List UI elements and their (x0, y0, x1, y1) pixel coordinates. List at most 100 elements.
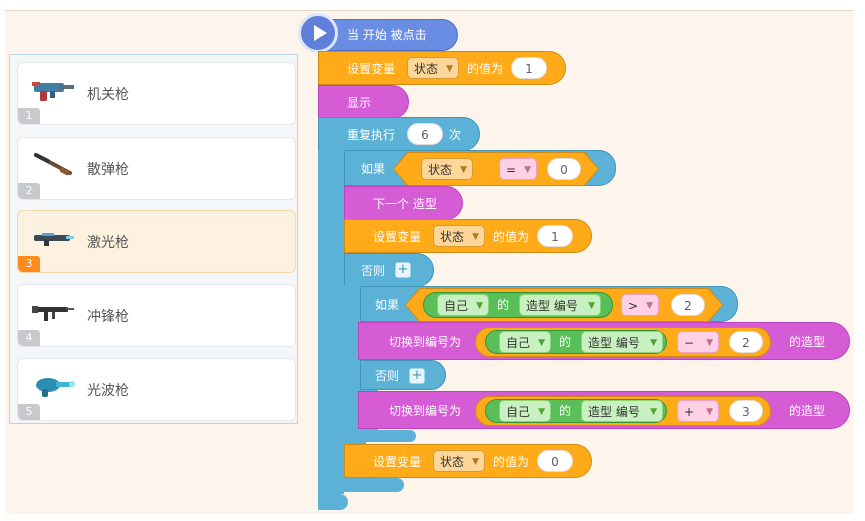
dropdown-value: 状态 (440, 455, 465, 469)
if-foot (344, 478, 404, 492)
dropdown-value: 造型 编号 (588, 336, 640, 350)
costume-number: 1 (18, 108, 40, 124)
dropdown-value: + (684, 405, 695, 419)
block-text: 下一个 造型 (373, 197, 437, 211)
property-dropdown[interactable]: 造型 编号 ▼ (581, 331, 663, 353)
block-text: 如果 (375, 298, 400, 312)
block-text: 的值为 (493, 455, 530, 469)
else-label[interactable]: 否则 + (360, 360, 446, 390)
chevron-down-icon: ▼ (472, 232, 479, 242)
value-input[interactable]: 0 (537, 450, 573, 472)
object-dropdown[interactable]: 自己▼ (437, 294, 489, 316)
switch-costume-block[interactable]: 切换到编号为 自己 ▼ 的 造型 编号 ▼ −▼ 2 的造型 (358, 322, 850, 360)
switch-costume-block[interactable]: 切换到编号为 自己▼ 的 造型 编号▼ +▼ 3 的造型 (358, 391, 850, 429)
costume-item-5[interactable]: 5 光波枪 (17, 358, 296, 421)
if-else-block[interactable]: 如果 状态▼ =▼ 0 (344, 150, 616, 186)
variable-dropdown[interactable]: 状态▼ (433, 225, 485, 247)
set-variable-block[interactable]: 设置变量 状态▼ 的值为 1 (344, 219, 592, 253)
property-dropdown[interactable]: 造型 编号 ▼ (581, 400, 663, 422)
block-text: 如果 (361, 162, 386, 176)
add-else-icon[interactable]: + (395, 262, 411, 278)
block-text: 切换到编号为 (389, 335, 462, 349)
if-else-block[interactable]: 如果 自己▼ 的 造型 编号▼ >▼ 2 (360, 286, 738, 322)
add-else-icon[interactable]: + (409, 368, 425, 384)
costume-item-3[interactable]: 3 激光枪 (17, 210, 296, 273)
operand-input[interactable]: 2 (729, 331, 763, 353)
chevron-down-icon: ▼ (538, 338, 545, 348)
chevron-down-icon: ▼ (650, 407, 657, 417)
chevron-down-icon: ▼ (706, 338, 713, 348)
operator-dropdown[interactable]: >▼ (621, 294, 659, 316)
block-text: 的 (559, 335, 572, 349)
repeat-count-input[interactable]: 6 (407, 123, 443, 145)
costume-label: 机关枪 (87, 87, 129, 103)
dropdown-value: 自己 (444, 299, 469, 313)
property-dropdown[interactable]: 造型 编号▼ (519, 294, 601, 316)
costume-list: 1 机关枪 2 散弹枪 3 激光枪 4 冲锋枪 5 光波枪 (9, 54, 298, 424)
operator-dropdown[interactable]: =▼ (499, 158, 537, 180)
costume-item-1[interactable]: 1 机关枪 (17, 62, 296, 125)
next-costume-block[interactable]: 下一个 造型 (344, 186, 463, 220)
variable-dropdown[interactable]: 状态▼ (421, 158, 473, 180)
shotgun-icon (34, 153, 72, 176)
costume-item-2[interactable]: 2 散弹枪 (17, 137, 296, 200)
if-foot (360, 430, 416, 442)
variable-dropdown[interactable]: 状态 ▼ (433, 450, 485, 472)
chevron-down-icon: ▼ (460, 165, 467, 175)
repeat-arm (318, 150, 344, 494)
operator-dropdown[interactable]: +▼ (677, 400, 719, 422)
value-input[interactable]: 1 (511, 57, 547, 79)
block-text: 的造型 (789, 335, 826, 349)
compare-value-input[interactable]: 2 (671, 294, 705, 316)
object-dropdown[interactable]: 自己▼ (499, 400, 551, 422)
block-text: 切换到编号为 (389, 404, 462, 418)
operand-input[interactable]: 3 (729, 400, 763, 422)
chevron-down-icon: ▼ (646, 301, 653, 311)
block-text: 否则 (361, 264, 386, 278)
dropdown-value: 自己 (506, 336, 531, 350)
costume-number: 2 (18, 183, 40, 199)
compare-value-input[interactable]: 0 (547, 158, 581, 180)
block-text: 的值为 (467, 62, 504, 76)
block-text: 的造型 (789, 404, 826, 418)
operator-dropdown[interactable]: −▼ (677, 331, 719, 353)
show-block[interactable]: 显示 (318, 85, 409, 119)
costume-number: 5 (18, 404, 40, 420)
dropdown-value: > (628, 299, 639, 313)
dropdown-value: 状态 (414, 62, 439, 76)
chevron-down-icon: ▼ (650, 338, 657, 348)
chevron-down-icon: ▼ (446, 64, 453, 74)
repeat-foot (318, 494, 348, 510)
chevron-down-icon: ▼ (706, 407, 713, 417)
costume-label: 冲锋枪 (87, 309, 129, 325)
when-start-clicked-block[interactable]: 当 开始 被点击 (318, 19, 458, 51)
dropdown-value: 造型 编号 (588, 405, 640, 419)
start-flag-icon (298, 13, 338, 53)
set-variable-block[interactable]: 设置变量 状态 ▼ 的值为 1 (318, 51, 566, 85)
block-text: 设置变量 (373, 455, 422, 469)
block-text: 否则 (375, 369, 400, 383)
costume-label: 光波枪 (87, 383, 129, 399)
repeat-block[interactable]: 重复执行 6 次 (318, 117, 480, 151)
block-text: 的 (497, 298, 510, 312)
costume-item-4[interactable]: 4 冲锋枪 (17, 284, 296, 347)
block-text: 当 开始 被点击 (347, 28, 427, 42)
machine-gun-icon (32, 82, 74, 101)
chevron-down-icon: ▼ (472, 457, 479, 467)
value-input[interactable]: 1 (537, 225, 573, 247)
costume-label: 激光枪 (87, 235, 129, 251)
set-variable-block[interactable]: 设置变量 状态 ▼ 的值为 0 (344, 444, 592, 478)
laser-gun-icon (34, 233, 74, 246)
block-text: 设置变量 (373, 230, 422, 244)
costume-number: 4 (18, 330, 40, 346)
block-text: 设置变量 (347, 62, 396, 76)
dropdown-value: 造型 编号 (526, 299, 578, 313)
chevron-down-icon: ▼ (538, 407, 545, 417)
wave-gun-icon (36, 378, 75, 397)
costume-number: 3 (18, 256, 40, 272)
else-label[interactable]: 否则 + (344, 253, 434, 287)
variable-dropdown[interactable]: 状态 ▼ (407, 57, 459, 79)
chevron-down-icon: ▼ (524, 165, 531, 175)
costume-label: 散弹枪 (87, 162, 129, 178)
object-dropdown[interactable]: 自己 ▼ (499, 331, 551, 353)
